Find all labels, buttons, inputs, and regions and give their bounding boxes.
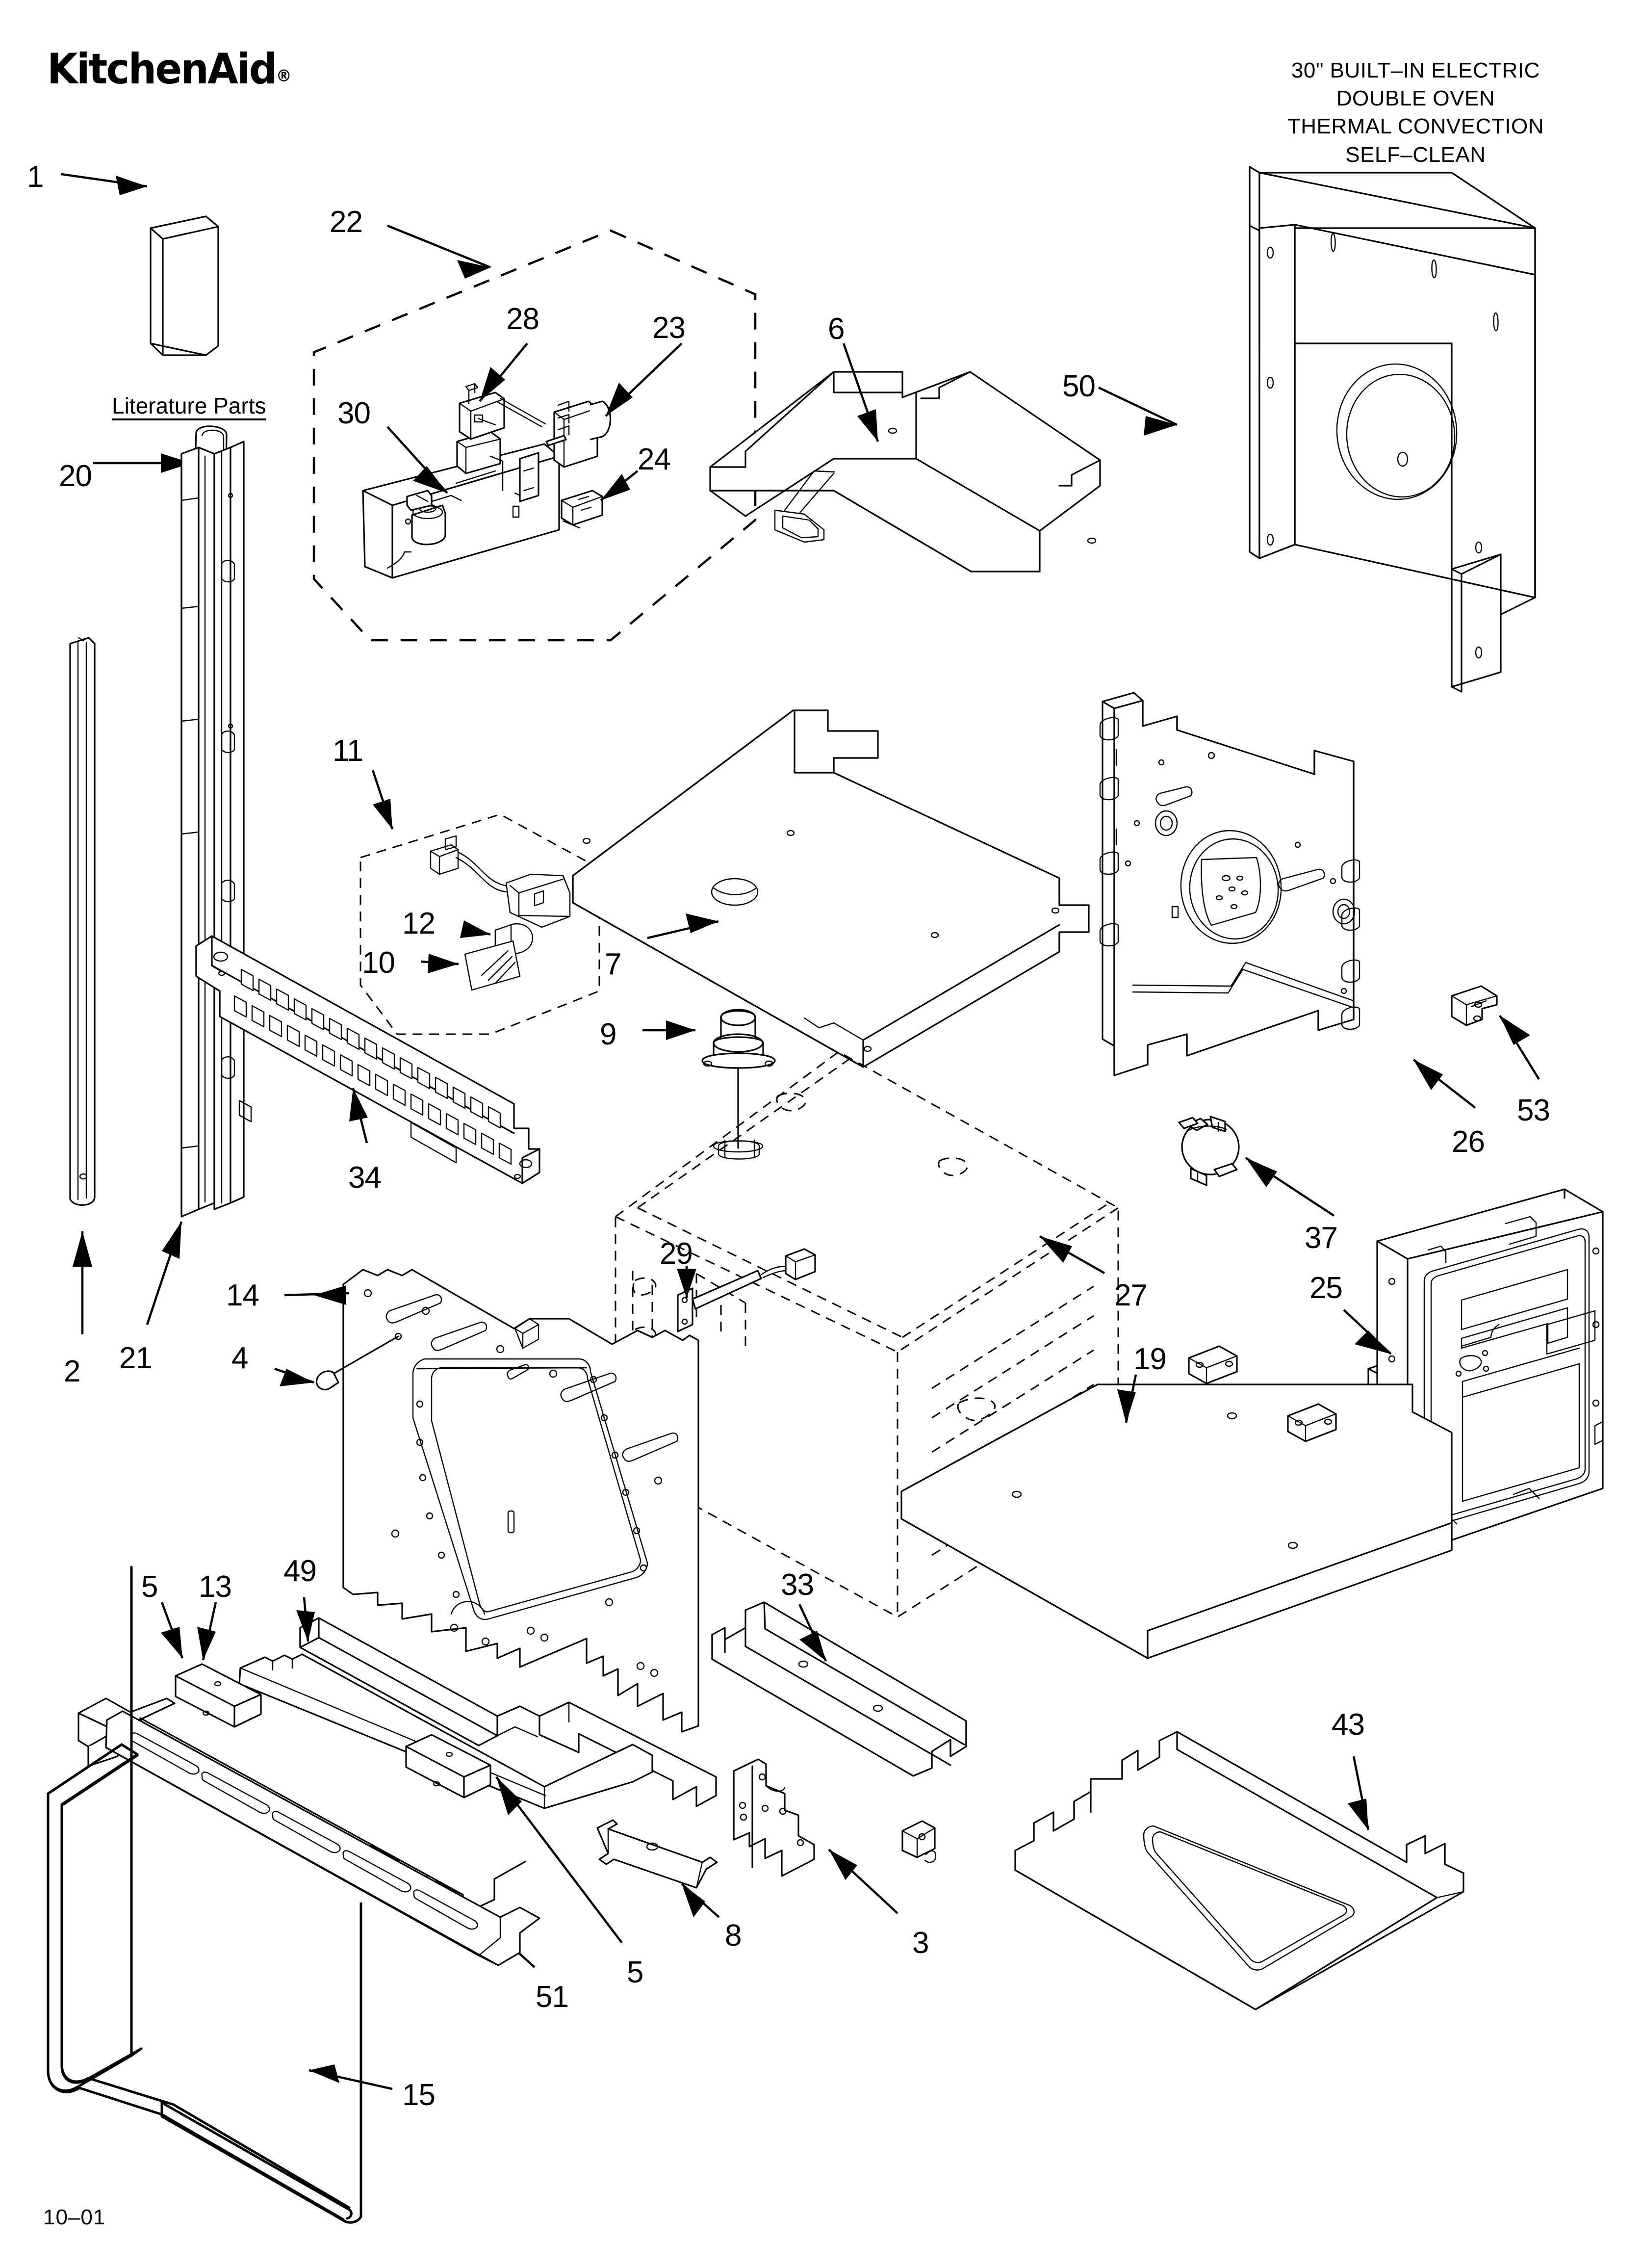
part-13-spacer-strip (176, 1664, 261, 1727)
part-4-screw-pin (316, 1333, 401, 1390)
callout-23[interactable]: 23 (652, 311, 686, 345)
part-11-lamp-socket (431, 836, 570, 927)
part-8-mounting-clip (597, 1820, 717, 1888)
callout-5-lower[interactable]: 5 (627, 1955, 643, 1989)
callout-29[interactable]: 29 (660, 1237, 693, 1271)
callout-53[interactable]: 53 (1517, 1094, 1550, 1127)
part-24-micro-switch (562, 491, 602, 528)
part-21-side-rail (181, 442, 244, 1217)
title-line-2: DOUBLE OVEN (1336, 86, 1495, 111)
callout-21[interactable]: 21 (119, 1341, 153, 1375)
callout-50[interactable]: 50 (1062, 369, 1096, 403)
part-34-vent-trim-grille (196, 936, 539, 1183)
title-line-1: 30" BUILT–IN ELECTRIC (1291, 58, 1540, 82)
callout-51[interactable]: 51 (536, 1980, 569, 2014)
part-3-bottom-bracket (734, 1759, 936, 1876)
kitchenaid-logo: KitchenAid® (47, 48, 292, 90)
callout-14[interactable]: 14 (226, 1278, 259, 1312)
part-33-support-rail (712, 1602, 966, 1776)
callout-1[interactable]: 1 (27, 160, 44, 194)
callout-6[interactable]: 6 (828, 312, 845, 346)
callout-3[interactable]: 3 (912, 1926, 929, 1960)
callout-13[interactable]: 13 (199, 1570, 232, 1604)
part-5-spacer-block-front (78, 1698, 539, 1965)
callout-34[interactable]: 34 (348, 1161, 382, 1195)
callout-7[interactable]: 7 (605, 947, 621, 981)
title-line-4: SELF–CLEAN (1345, 142, 1486, 167)
part-28-thermostat-switch (460, 384, 545, 439)
part-10-lens-cover (465, 941, 520, 990)
part-23-selector-switch (546, 401, 611, 467)
literature-parts-caption: Literature Parts (112, 393, 266, 418)
part-19-base-shelf-panel (901, 1346, 1452, 1658)
part-15-gasket-outline (48, 1745, 349, 2219)
part-2-side-trim-rod (70, 638, 95, 1205)
callout-11[interactable]: 11 (333, 734, 363, 768)
part-7-upper-deck-panel (573, 710, 1089, 1067)
part-43-bottom-tray-frame (1015, 1732, 1463, 2009)
part-9-blower-motor (702, 1010, 775, 1152)
part-22-group-boundary (314, 231, 755, 640)
callout-4[interactable]: 4 (231, 1341, 248, 1375)
part-14-oven-front-frame (343, 1270, 698, 1732)
part-29-latch-rod-assembly (678, 1249, 815, 1331)
callout-26[interactable]: 26 (1452, 1125, 1485, 1159)
callout-27[interactable]: 27 (1114, 1278, 1148, 1312)
diagram-title: 30" BUILT–IN ELECTRIC DOUBLE OVEN THERMA… (1287, 56, 1544, 169)
callout-10[interactable]: 10 (362, 946, 395, 980)
callout-20[interactable]: 20 (59, 459, 92, 493)
callout-33[interactable]: 33 (781, 1568, 814, 1602)
callout-43[interactable]: 43 (1332, 1708, 1365, 1742)
callout-22[interactable]: 22 (330, 205, 363, 239)
registered-trademark-icon: ® (276, 66, 292, 86)
callout-9[interactable]: 9 (600, 1017, 616, 1051)
brand-name: KitchenAid (47, 45, 278, 94)
callout-8[interactable]: 8 (725, 1919, 742, 1953)
callout-2[interactable]: 2 (64, 1355, 80, 1388)
callout-28[interactable]: 28 (506, 302, 539, 336)
part-50-rear-wall-panel (1250, 167, 1535, 692)
title-line-3: THERMAL CONVECTION (1287, 114, 1544, 139)
callout-15[interactable]: 15 (402, 2078, 436, 2112)
part-30-control-bracket (363, 432, 559, 578)
part-1-literature-booklet (151, 216, 218, 355)
part-49-slide-channel (239, 1618, 716, 1808)
callout-5-upper[interactable]: 5 (141, 1570, 158, 1604)
callout-25[interactable]: 25 (1309, 1271, 1343, 1305)
part-6-top-cover-panel (710, 372, 1100, 572)
part-26-side-liner-panel (1100, 693, 1360, 1075)
part-37-thermal-cutoff (1179, 1117, 1239, 1185)
part-11-group-boundary (360, 814, 599, 1034)
callout-24[interactable]: 24 (638, 443, 671, 476)
date-code: 10–01 (43, 2205, 106, 2229)
callout-49[interactable]: 49 (283, 1554, 317, 1588)
callout-19[interactable]: 19 (1133, 1342, 1167, 1376)
callout-37[interactable]: 37 (1305, 1221, 1338, 1255)
callout-12[interactable]: 12 (402, 907, 436, 940)
part-53-hinge-receiver (1452, 986, 1497, 1025)
callout-30[interactable]: 30 (337, 396, 371, 430)
